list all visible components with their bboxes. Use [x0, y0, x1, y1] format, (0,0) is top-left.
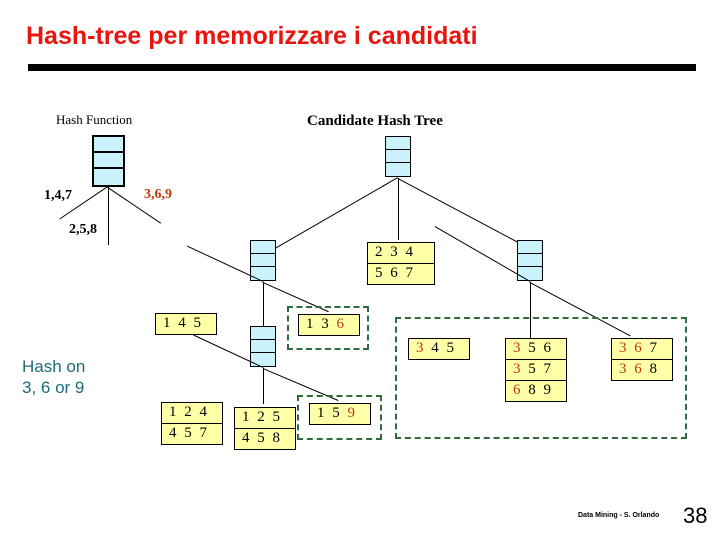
leaf-row: 3 4 5 — [416, 340, 456, 356]
tree-left-child-node — [250, 240, 276, 281]
hash-function-edge-middle — [108, 187, 109, 245]
page-title: Hash-tree per memorizzare i candidati — [26, 22, 478, 50]
leaf-356-357-689: 3 5 6 3 5 7 6 8 9 — [505, 338, 567, 402]
leaf-row: 2 3 4 — [368, 243, 434, 264]
leaf-row: 6 8 9 — [513, 382, 553, 398]
annotation-hash-on: Hash on 3, 6 or 9 — [22, 357, 86, 397]
leaf-digit-highlight: 3 — [619, 340, 629, 356]
leaf-345: 3 4 5 — [408, 338, 470, 360]
edge-root-to-right-child — [397, 178, 527, 248]
leaf-row: 4 5 8 — [242, 430, 282, 446]
edge-grandchild-to-125 — [263, 368, 264, 404]
leaf-row: 5 6 7 — [375, 265, 415, 281]
tree-right-child-cell-2 — [518, 254, 542, 267]
hash-function-cell-3 — [94, 169, 123, 185]
leaf-row: 1 4 5 — [163, 315, 203, 331]
leaf-digit-highlight: 3 — [513, 340, 523, 356]
leaf-row: 3 5 6 — [506, 339, 566, 360]
hash-function-cell-2 — [94, 153, 123, 169]
leaf-row: 3 6 8 — [619, 361, 659, 377]
tree-root-node — [385, 136, 411, 177]
tree-left-grandchild-cell-2 — [251, 340, 275, 353]
leaf-row: 1 2 5 — [235, 408, 295, 429]
tree-left-grandchild-cell-1 — [251, 327, 275, 340]
hash-function-cell-1 — [94, 137, 123, 153]
leaf-367-368: 3 6 7 3 6 8 — [611, 338, 673, 381]
tree-right-child-cell-1 — [518, 241, 542, 254]
leaf-digit-highlight: 3 — [619, 361, 629, 377]
footer-page-number: 38 — [683, 503, 708, 528]
leaf-125-458: 1 2 5 4 5 8 — [234, 407, 296, 450]
tree-left-child-cell-2 — [251, 254, 275, 267]
leaf-234-567: 2 3 4 5 6 7 — [367, 242, 435, 285]
group-box-136 — [287, 306, 369, 350]
leaf-row: 4 5 7 — [169, 425, 209, 441]
leaf-row: 1 3 6 — [306, 316, 346, 332]
leaf-digit-highlight: 3 — [416, 340, 426, 356]
candidate-hash-tree-caption: Candidate Hash Tree — [307, 113, 443, 129]
leaf-digit-highlight: 6 — [634, 361, 644, 377]
hash-function-caption: Hash Function — [56, 112, 133, 127]
leaf-159: 1 5 9 — [309, 403, 371, 425]
edge-root-to-middle-child — [398, 178, 399, 240]
tree-left-child-cell-1 — [251, 241, 275, 254]
group-box-right-subtree — [395, 317, 687, 439]
leaf-digit-highlight: 6 — [336, 316, 346, 332]
leaf-digit-highlight: 6 — [513, 382, 523, 398]
title-divider — [28, 64, 696, 71]
leaf-digit-highlight: 9 — [347, 405, 357, 421]
tree-root-cell-3 — [386, 163, 410, 176]
leaf-row: 3 5 7 — [506, 360, 566, 381]
hash-function-node — [92, 135, 125, 187]
edge-left-child-to-subnode — [263, 282, 264, 326]
edge-root-to-left-child — [271, 177, 398, 251]
tree-right-child-node — [517, 240, 543, 281]
leaf-digit-highlight: 6 — [634, 340, 644, 356]
group-box-159 — [297, 395, 382, 440]
leaf-digit-highlight: 3 — [513, 361, 523, 377]
leaf-136: 1 3 6 — [298, 314, 360, 336]
hash-branch-label-middle: 2,5,8 — [69, 222, 97, 237]
leaf-145: 1 4 5 — [155, 313, 217, 335]
footer-credit: Data Mining - S. Orlando — [578, 512, 660, 519]
tree-right-child-cell-3 — [518, 267, 542, 280]
edge-right-child-to-356 — [530, 282, 531, 338]
tree-root-cell-1 — [386, 137, 410, 150]
leaf-row: 3 6 7 — [612, 339, 672, 360]
leaf-row: 1 5 9 — [317, 405, 357, 421]
leaf-124-457: 1 2 4 4 5 7 — [161, 402, 223, 445]
tree-left-grandchild-node — [250, 326, 276, 367]
hash-branch-label-left: 1,4,7 — [44, 188, 72, 203]
hash-branch-label-right: 3,6,9 — [144, 187, 172, 202]
leaf-row: 1 2 4 — [162, 403, 222, 424]
tree-root-cell-2 — [386, 150, 410, 163]
